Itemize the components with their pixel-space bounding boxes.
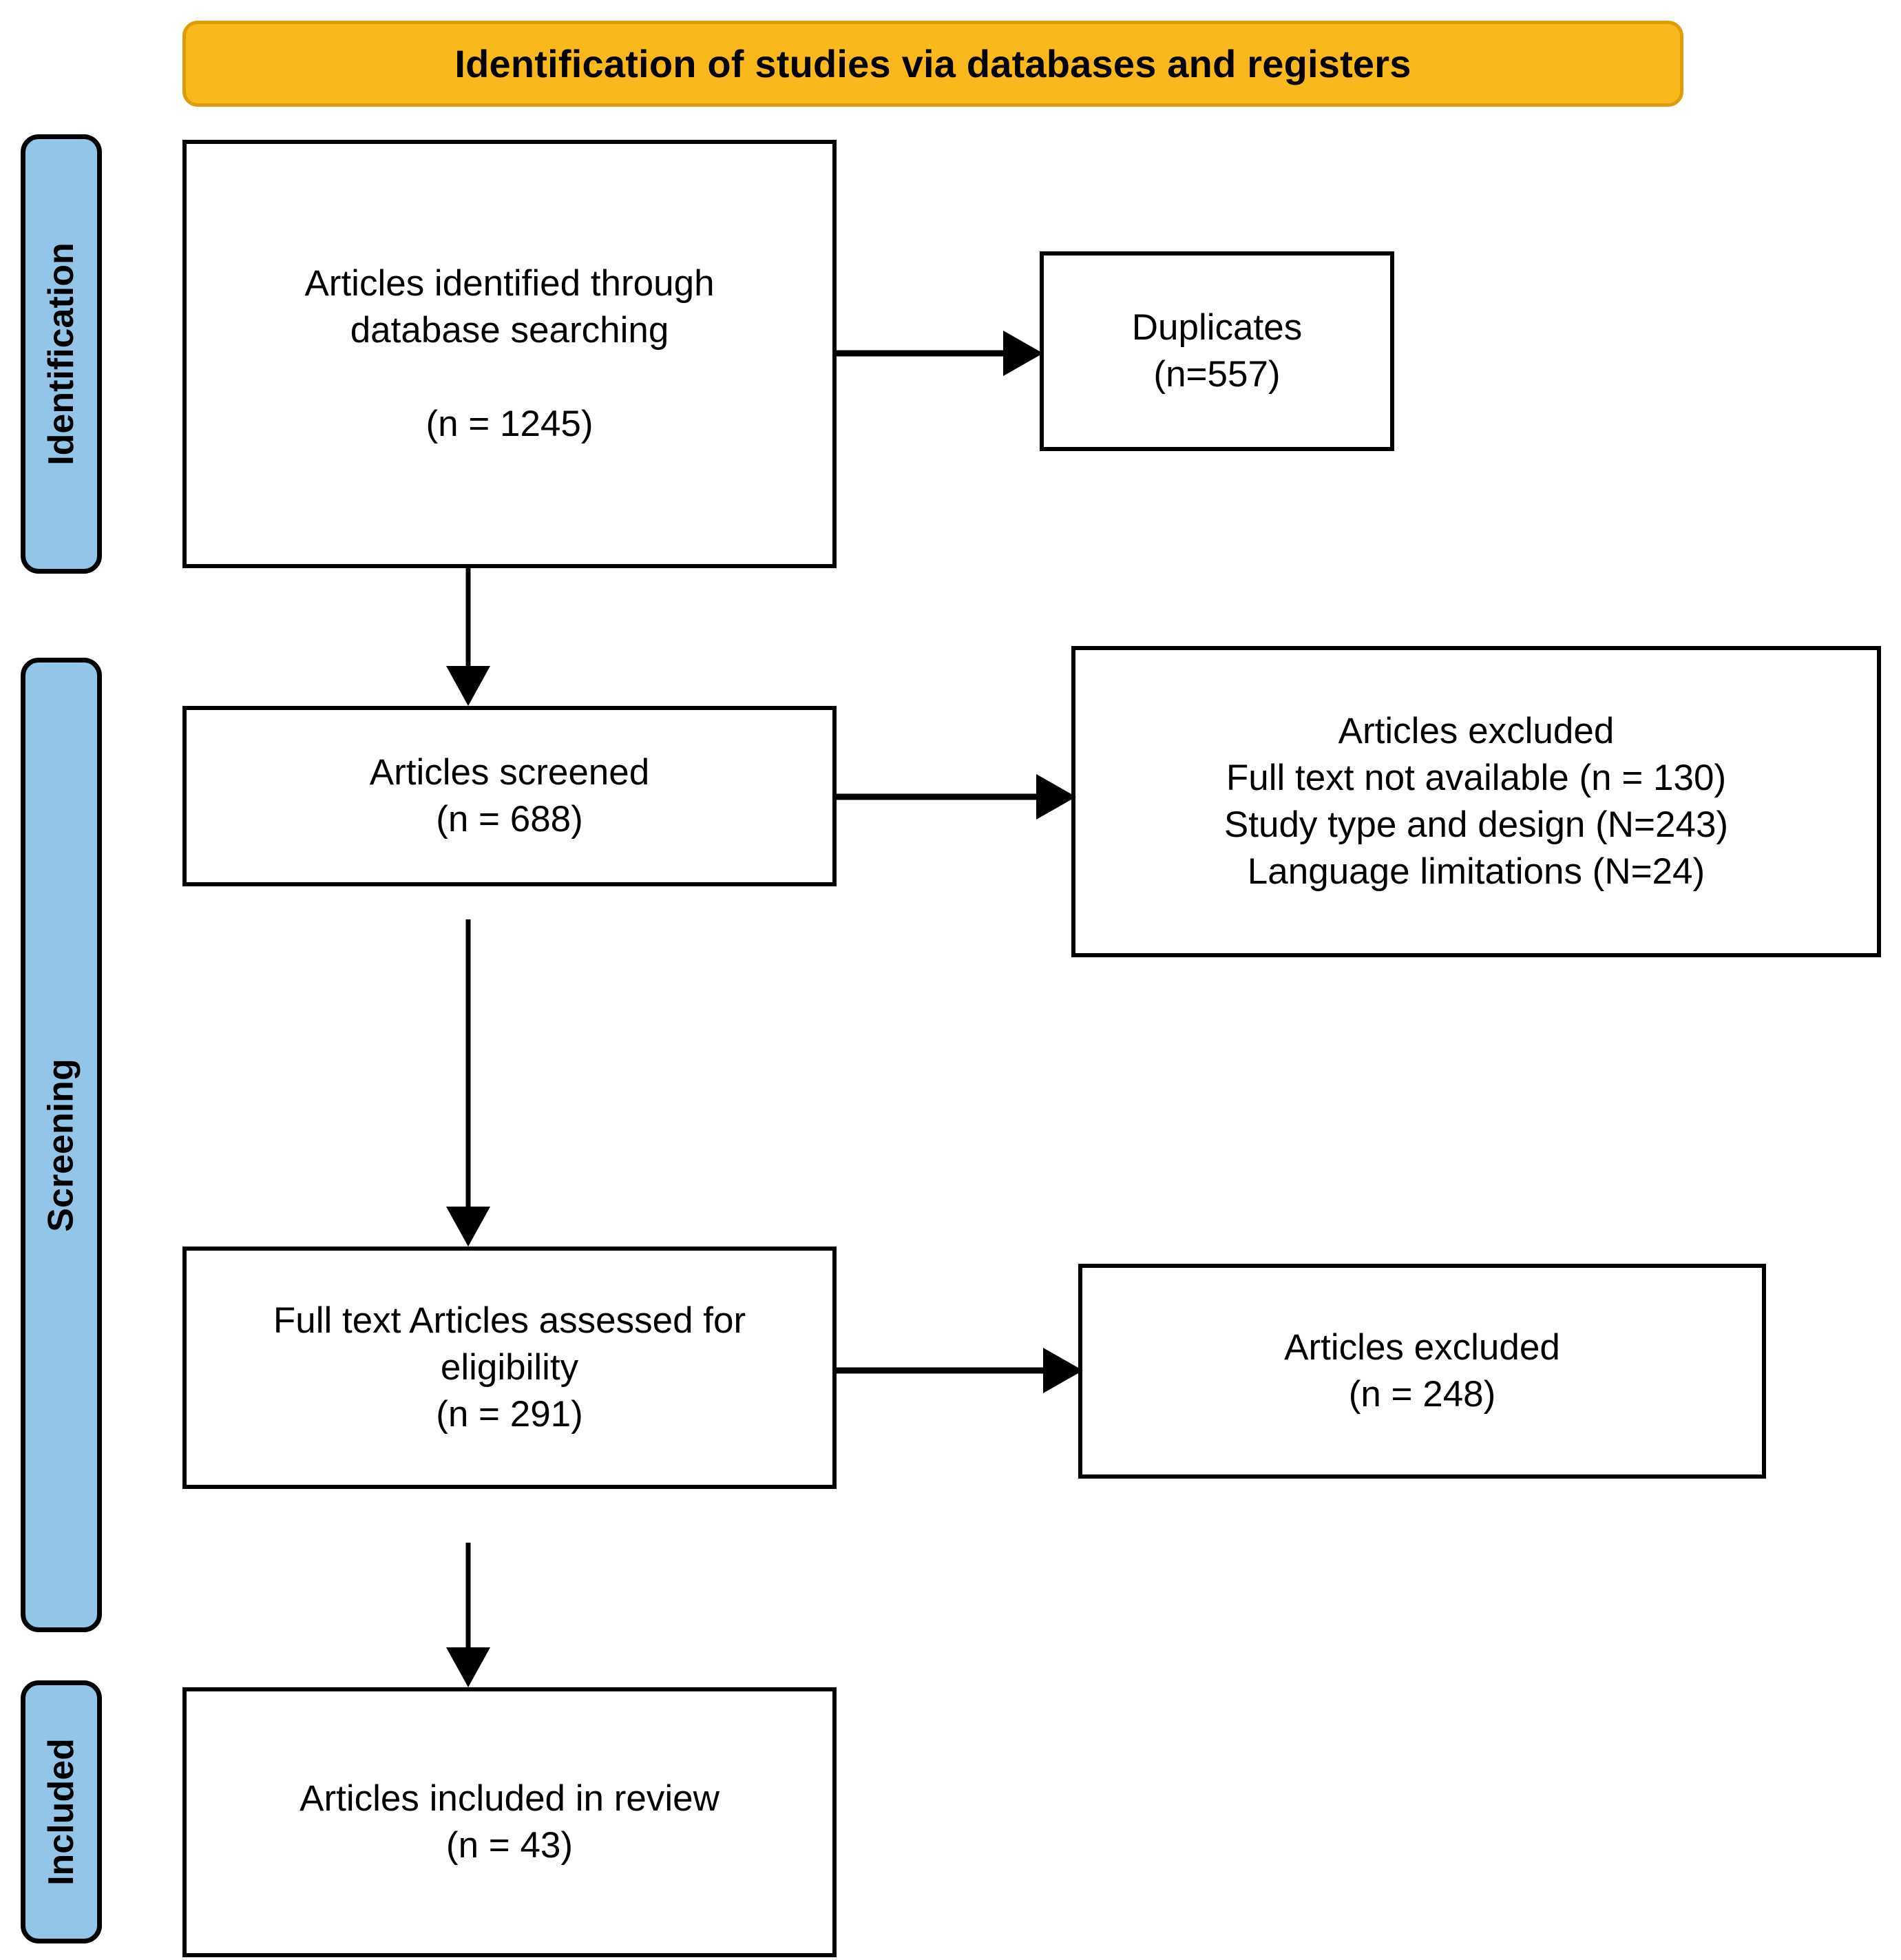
box-articles-screened-text: Articles screened (n = 688): [369, 752, 650, 840]
arrow-head-right-icon: [1036, 774, 1076, 820]
box-fulltext-assessed-text: Full text Articles assessed for eligibil…: [273, 1300, 746, 1435]
box-articles-identified: Articles identified through database sea…: [182, 140, 837, 568]
box-articles-excluded-screening-text: Articles excluded Full text not availabl…: [1223, 711, 1729, 892]
arrow-right-screened-to-excluded: [837, 773, 1076, 821]
diagram-header-banner: Identification of studies via databases …: [182, 21, 1683, 107]
box-articles-excluded-screening: Articles excluded Full text not availabl…: [1071, 646, 1881, 957]
stage-tab-included-label: Included: [41, 1738, 82, 1886]
box-articles-included: Articles included in review (n = 43): [182, 1687, 837, 1957]
arrow-right-fulltext-to-excluded: [837, 1346, 1083, 1395]
stage-tab-included: Included: [21, 1680, 102, 1943]
box-duplicates-text: Duplicates (n=557): [1131, 307, 1303, 395]
box-articles-screened: Articles screened (n = 688): [182, 706, 837, 886]
arrow-right-identified-to-duplicates: [837, 329, 1043, 377]
arrow-shaft: [465, 568, 471, 666]
arrow-shaft: [837, 793, 1040, 800]
arrow-shaft: [837, 1367, 1047, 1374]
box-articles-excluded-eligibility: Articles excluded (n = 248): [1078, 1264, 1766, 1479]
box-duplicates: Duplicates (n=557): [1040, 251, 1394, 451]
diagram-title: Identification of studies via databases …: [454, 41, 1411, 85]
arrow-head-right-icon: [1003, 331, 1043, 376]
arrow-down-fulltext-to-included: [441, 1543, 496, 1687]
arrow-head-down-icon: [446, 1207, 490, 1247]
stage-tab-identification: Identification: [21, 134, 102, 574]
box-articles-included-text: Articles included in review (n = 43): [300, 1778, 720, 1866]
box-articles-identified-text: Articles identified through database sea…: [304, 263, 715, 444]
stage-tab-screening-label: Screening: [41, 1058, 82, 1232]
box-articles-excluded-eligibility-text: Articles excluded (n = 248): [1284, 1327, 1560, 1415]
arrow-shaft: [837, 350, 1007, 357]
stage-tab-identification-label: Identification: [41, 242, 81, 466]
box-fulltext-assessed: Full text Articles assessed for eligibil…: [182, 1247, 837, 1489]
arrow-down-identified-to-screened: [441, 568, 496, 706]
arrow-head-right-icon: [1043, 1348, 1083, 1393]
arrow-head-down-icon: [446, 1647, 490, 1687]
arrow-down-screened-to-fulltext: [441, 919, 496, 1247]
stage-tab-screening: Screening: [21, 658, 102, 1632]
arrow-shaft: [465, 919, 471, 1207]
arrow-shaft: [465, 1543, 471, 1647]
arrow-head-down-icon: [446, 666, 490, 706]
